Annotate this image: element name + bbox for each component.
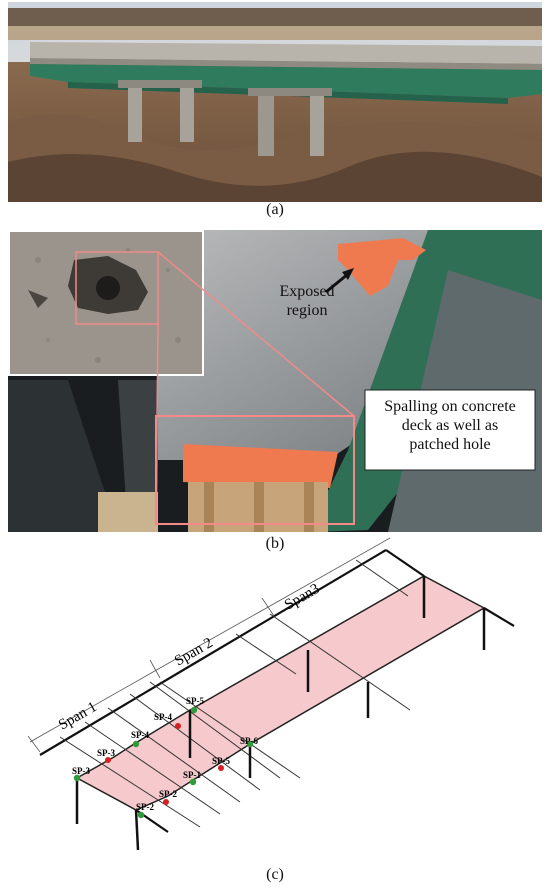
exposed-label-line2: region: [286, 302, 328, 319]
label-sp4-green: SP-4: [131, 730, 150, 740]
span-3-label: Span3: [282, 581, 322, 614]
spalling-note-line2: deck as well as: [401, 417, 499, 434]
spalling-note-line1: Spalling on concrete: [384, 398, 516, 415]
underside-photo-illustration: [8, 230, 542, 532]
spalling-note-box: [364, 389, 536, 471]
exposed-region-highlight: [338, 238, 426, 296]
label-sp3-green: SP-3: [72, 766, 91, 776]
underside-photo: Exposed region Spalling on concrete deck…: [8, 230, 542, 532]
label-sp5-red: SP-5: [212, 756, 231, 766]
spalling-note: Spalling on concrete deck as well as pat…: [366, 397, 534, 454]
point-sp1-green: [189, 778, 197, 786]
arrow-icon: [325, 272, 349, 294]
exposed-region-label: Exposed region: [262, 282, 352, 320]
point-sp2-green: [137, 811, 145, 819]
label-sp2-red: SP-2: [159, 789, 178, 799]
point-sp3-green: [73, 774, 81, 782]
label-sp2-green: SP-2: [136, 802, 155, 812]
span-diagram: Span 1 Span 2 Span3 SP-3 SP-4 SP-5 SP-6 …: [27, 537, 515, 851]
caption-c: (c): [266, 866, 284, 883]
point-sp5-green: [190, 706, 198, 714]
point-sp2-red: [163, 799, 169, 805]
point-sp6-green: [246, 740, 254, 748]
point-sp5-red: [218, 765, 224, 771]
spalling-note-line3: patched hole: [409, 436, 491, 453]
point-sp4-red: [175, 723, 181, 729]
span-1-label: Span 1: [56, 699, 100, 733]
bridge-photo-illustration: [8, 2, 542, 202]
label-sp1-green: SP-1: [183, 770, 202, 780]
label-sp6-green: SP-6: [240, 736, 259, 746]
label-sp3-red: SP-3: [97, 748, 116, 758]
exposed-label-line1: Exposed: [279, 283, 335, 300]
point-sp4-green: [132, 740, 140, 748]
caption-b: (b): [265, 535, 285, 552]
point-sp3-red: [105, 757, 111, 763]
label-sp4-red: SP-4: [154, 712, 173, 722]
caption-a: (a): [266, 201, 284, 218]
bridge-photo: [8, 2, 542, 202]
label-sp5-green: SP-5: [186, 696, 205, 706]
